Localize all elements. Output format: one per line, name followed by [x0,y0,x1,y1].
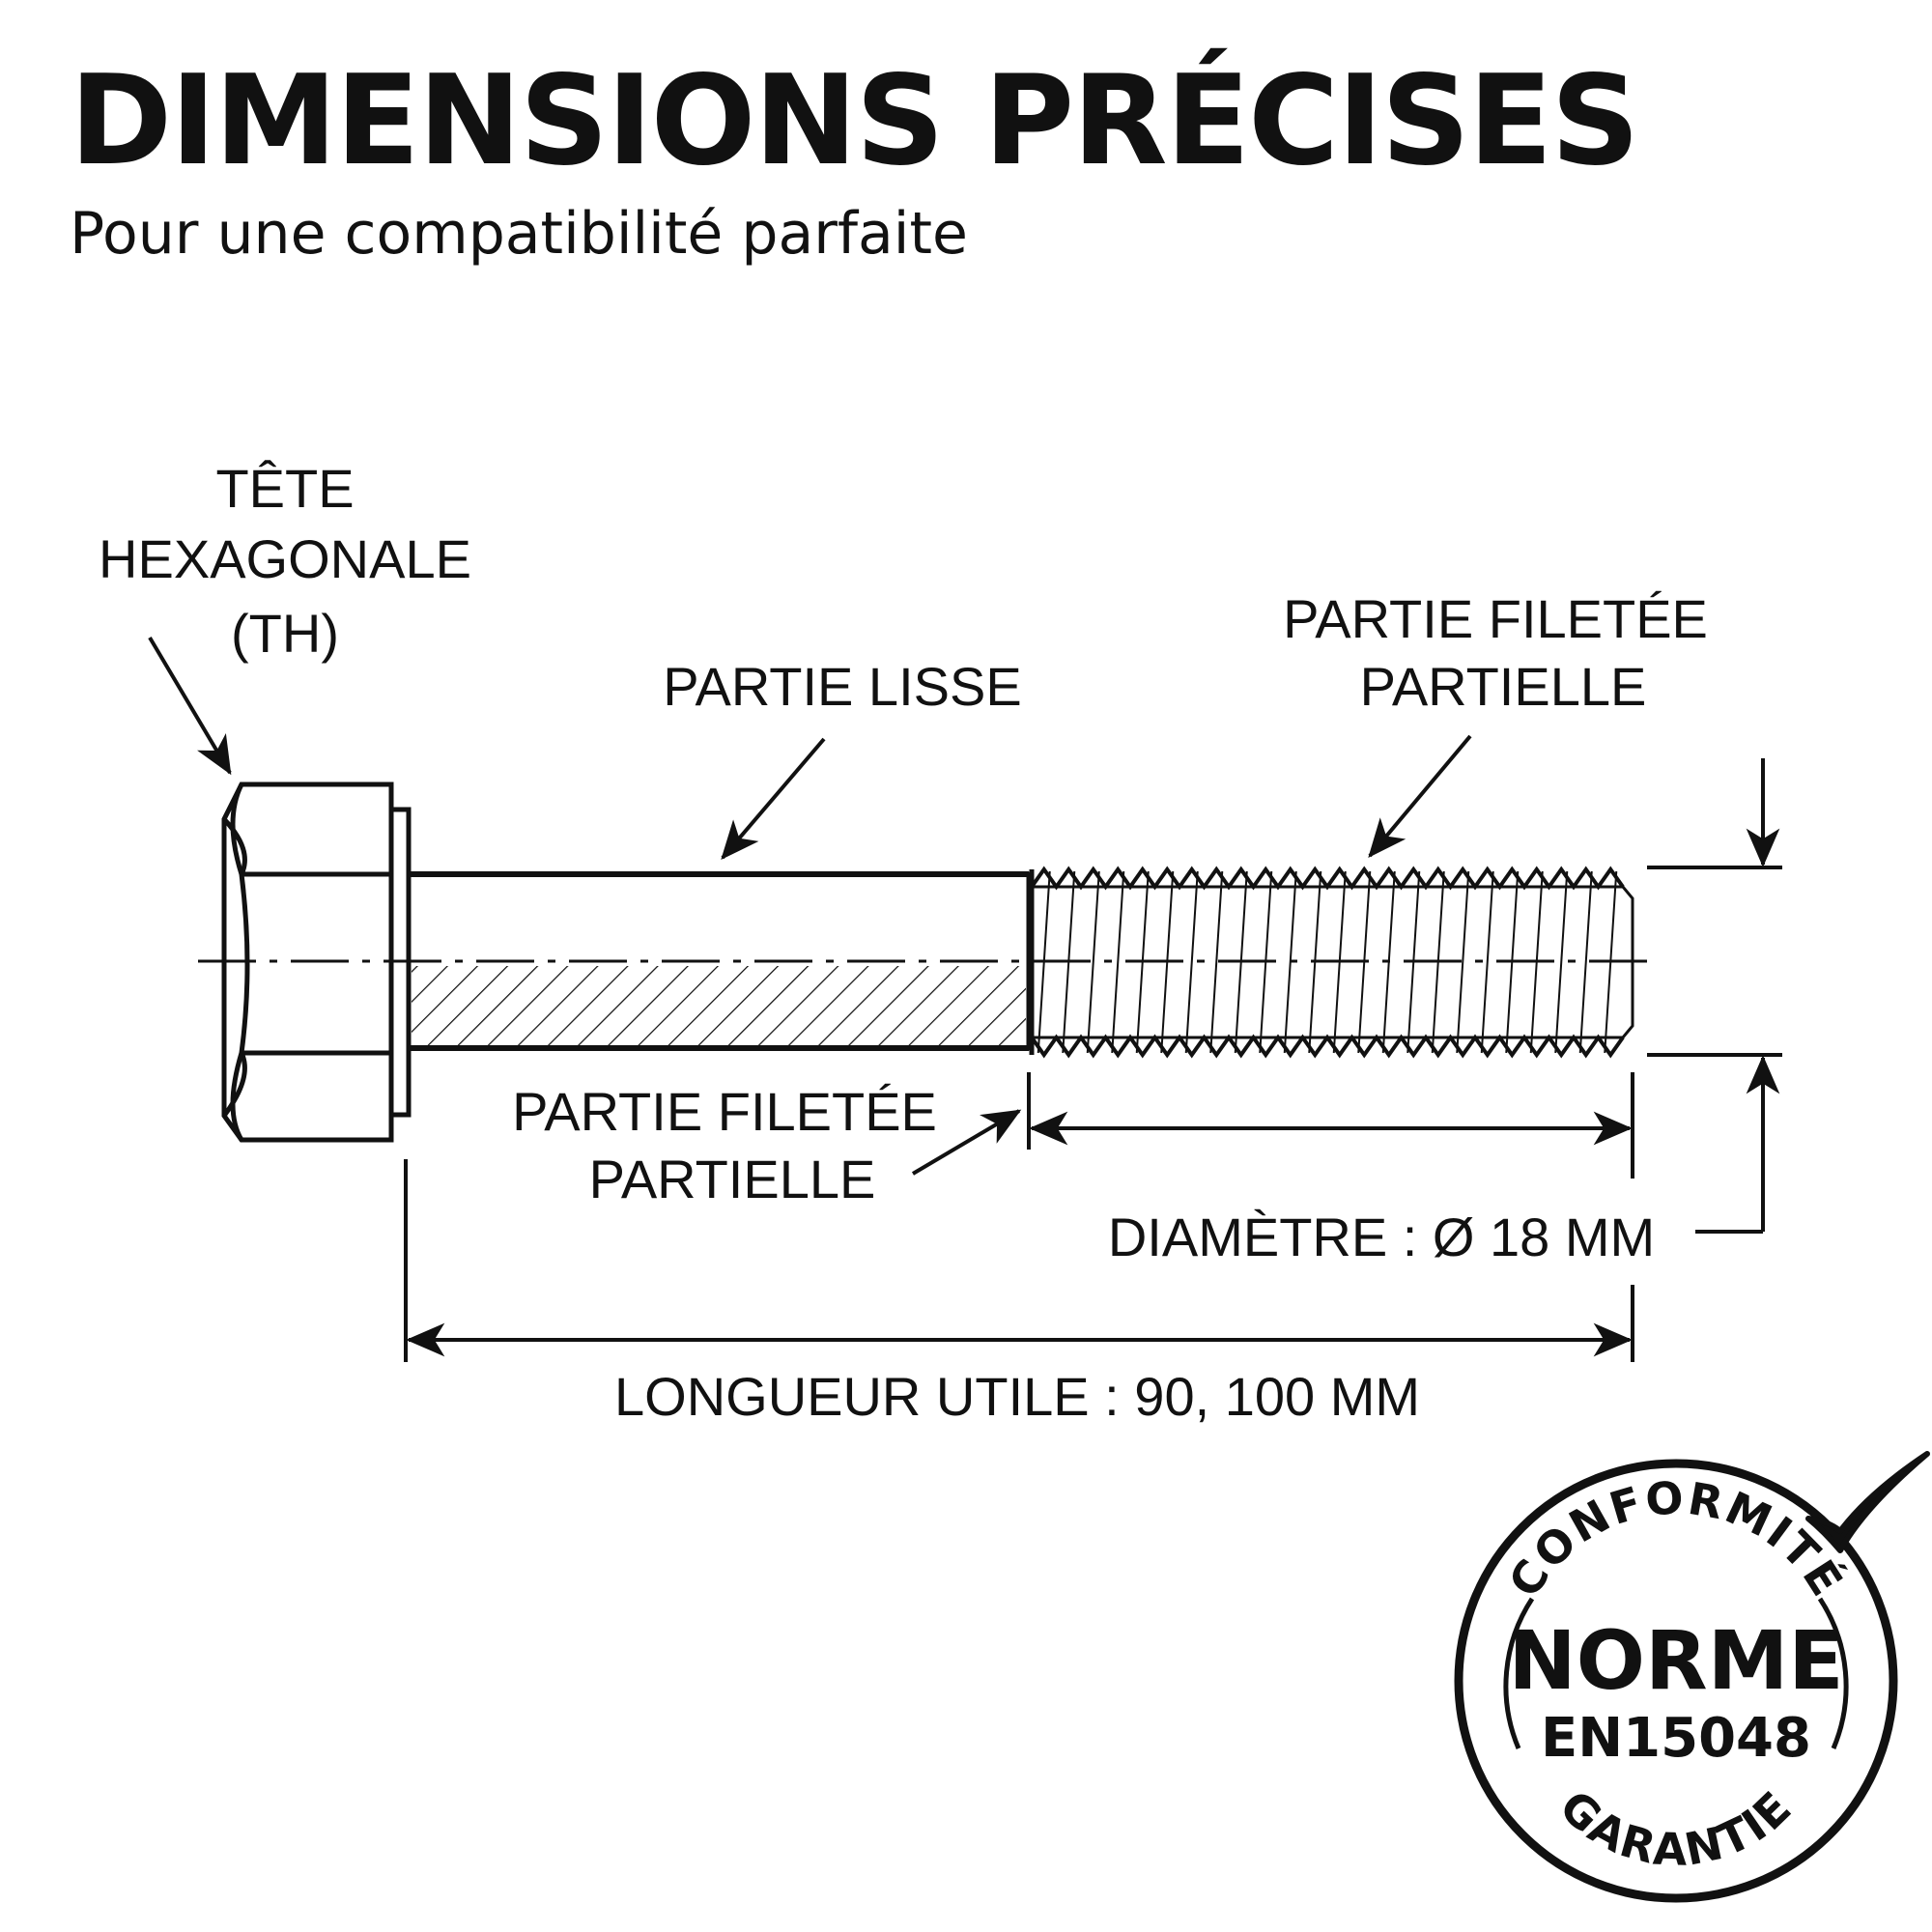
length-dimension [404,1159,1634,1362]
head-label-line2: HEXAGONALE [99,528,471,589]
conformity-stamp: CONFORMITÉ NORME EN15048 GARANTIE [1454,1451,1930,1903]
thread-bottom-label-line1: PARTIE FILETÉE [512,1081,937,1142]
thread-bottom-label-line2: PARTIELLE [589,1149,876,1209]
page-title: DIMENSIONS PRÉCISES [70,49,1639,193]
diameter-dimension [1647,758,1782,1234]
thread-length-dimension [1027,1072,1634,1179]
head-label-line3: (TH) [231,603,339,664]
head-leader-arrow [148,636,232,776]
stamp-code: EN15048 [1541,1707,1811,1770]
stamp-top-arc: CONFORMITÉ [1498,1471,1854,1606]
smooth-part-label: PARTIE LISSE [663,656,1021,717]
page-subtitle: Pour une compatibilité parfaite [70,200,968,268]
length-label: LONGUEUR UTILE : 90, 100 MM [614,1366,1420,1427]
head-label-line1: TÊTE [215,458,354,519]
stamp-bottom-arc: GARANTIE [1549,1780,1803,1876]
thread-top-label-line2: PARTIELLE [1360,656,1647,717]
thread-top-label-line1: PARTIE FILETÉE [1283,588,1708,649]
smooth-part-arrow [721,737,826,861]
stamp-main: NORME [1508,1613,1843,1708]
checkmark-icon [1805,1451,1930,1553]
thread-top-arrow [1368,734,1472,859]
thread-bottom-arrow [911,1109,1022,1176]
diameter-label: DIAMÈTRE : Ø 18 MM [1108,1207,1655,1267]
